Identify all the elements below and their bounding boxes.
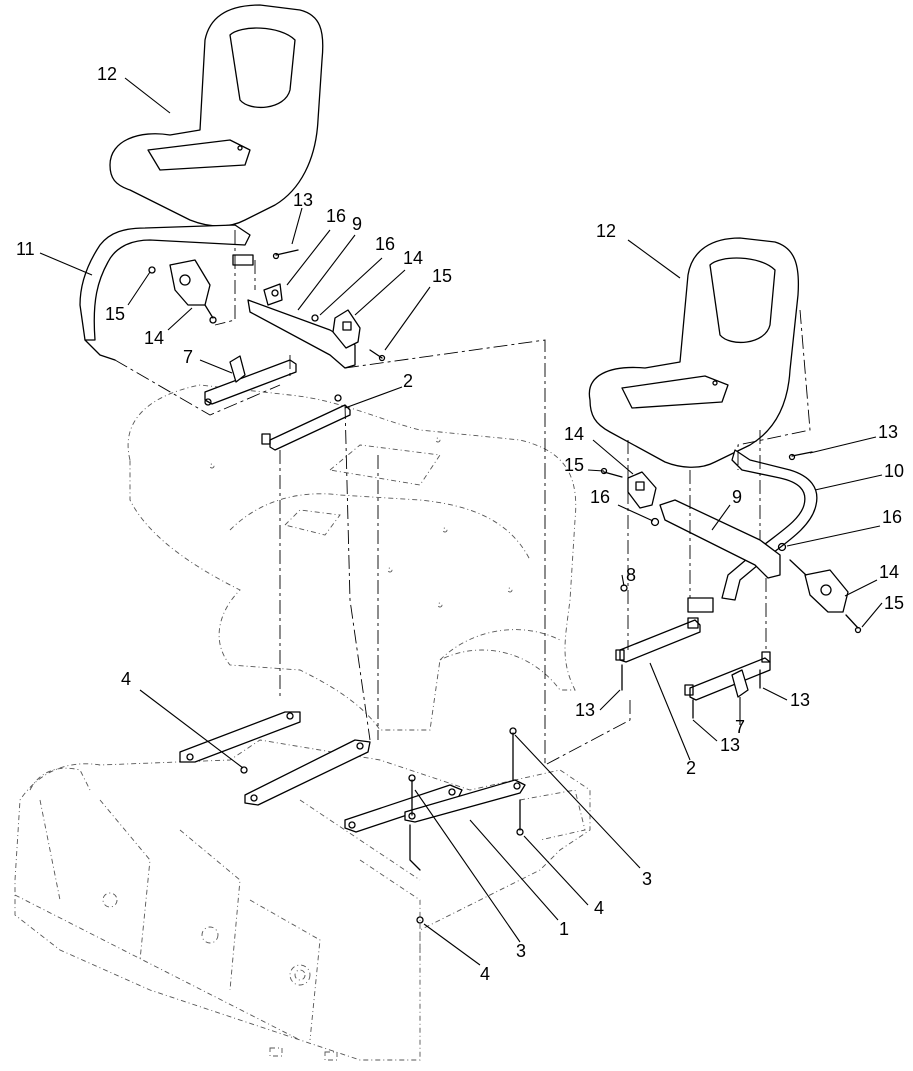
- leader-lines: [39, 77, 883, 966]
- left-seat: [109, 4, 324, 227]
- callout-3-a: 3: [642, 869, 652, 889]
- hood-outline: [127, 384, 577, 731]
- callout-14-right-b: 14: [879, 562, 899, 582]
- callout-14-left-a: 14: [403, 248, 423, 268]
- callout-16-left-b: 16: [375, 234, 395, 254]
- right-bolts: [620, 451, 813, 719]
- callout-16-right-a: 16: [590, 487, 610, 507]
- chassis-frame-outline: [14, 739, 591, 1061]
- callout-3-b: 3: [516, 941, 526, 961]
- seat-mount-brackets: [179, 711, 526, 924]
- callout-14-left-b: 14: [144, 328, 164, 348]
- callout-2-left: 2: [403, 371, 413, 391]
- right-mount-bar: [650, 499, 787, 579]
- left-bolts: [272, 249, 386, 362]
- right-armrest-tube: [687, 449, 818, 613]
- callout-4-b: 4: [594, 898, 604, 918]
- callout-labels: 12 11 13 16 9 16 14 15 15 14 7 2 12 13 1…: [16, 64, 904, 984]
- callout-4-c: 4: [480, 964, 490, 984]
- right-slide-rail: [684, 651, 771, 701]
- callout-9-right: 9: [732, 487, 742, 507]
- right-seat-belt: [789, 559, 862, 634]
- left-belt-buckle: [311, 309, 361, 349]
- callout-11: 11: [16, 239, 35, 259]
- callout-15-right-b: 15: [884, 593, 904, 613]
- callout-13-right-b: 13: [790, 690, 810, 710]
- left-phantom-lines: [114, 230, 546, 741]
- left-armrest-tube: [79, 224, 254, 361]
- callout-13-left: 13: [293, 190, 313, 210]
- callout-14-right-a: 14: [564, 424, 584, 444]
- callout-9-left: 9: [352, 214, 362, 234]
- callout-15-right-a: 15: [564, 455, 584, 475]
- callout-13-right-c: 13: [720, 735, 740, 755]
- callout-7-left: 7: [183, 347, 193, 367]
- right-seat: [588, 237, 800, 468]
- callout-12-right: 12: [596, 221, 616, 241]
- callout-2-right: 2: [686, 758, 696, 778]
- callout-4-a: 4: [121, 669, 131, 689]
- callout-12-left: 12: [97, 64, 117, 84]
- callout-13-right-a: 13: [575, 700, 595, 720]
- callout-8: 8: [626, 565, 636, 585]
- callout-13-right-top: 13: [878, 422, 898, 442]
- callout-16-right-b: 16: [882, 507, 902, 527]
- callout-15-left-b: 15: [105, 304, 125, 324]
- callout-16-left-a: 16: [326, 206, 346, 226]
- left-seat-belt: [148, 259, 217, 324]
- callout-10: 10: [884, 461, 904, 481]
- right-lower-rail: [615, 617, 701, 663]
- callout-15-left-a: 15: [432, 266, 452, 286]
- right-phantom-lines: [544, 309, 811, 766]
- callout-1: 1: [559, 919, 569, 939]
- callout-7-right: 7: [735, 717, 745, 737]
